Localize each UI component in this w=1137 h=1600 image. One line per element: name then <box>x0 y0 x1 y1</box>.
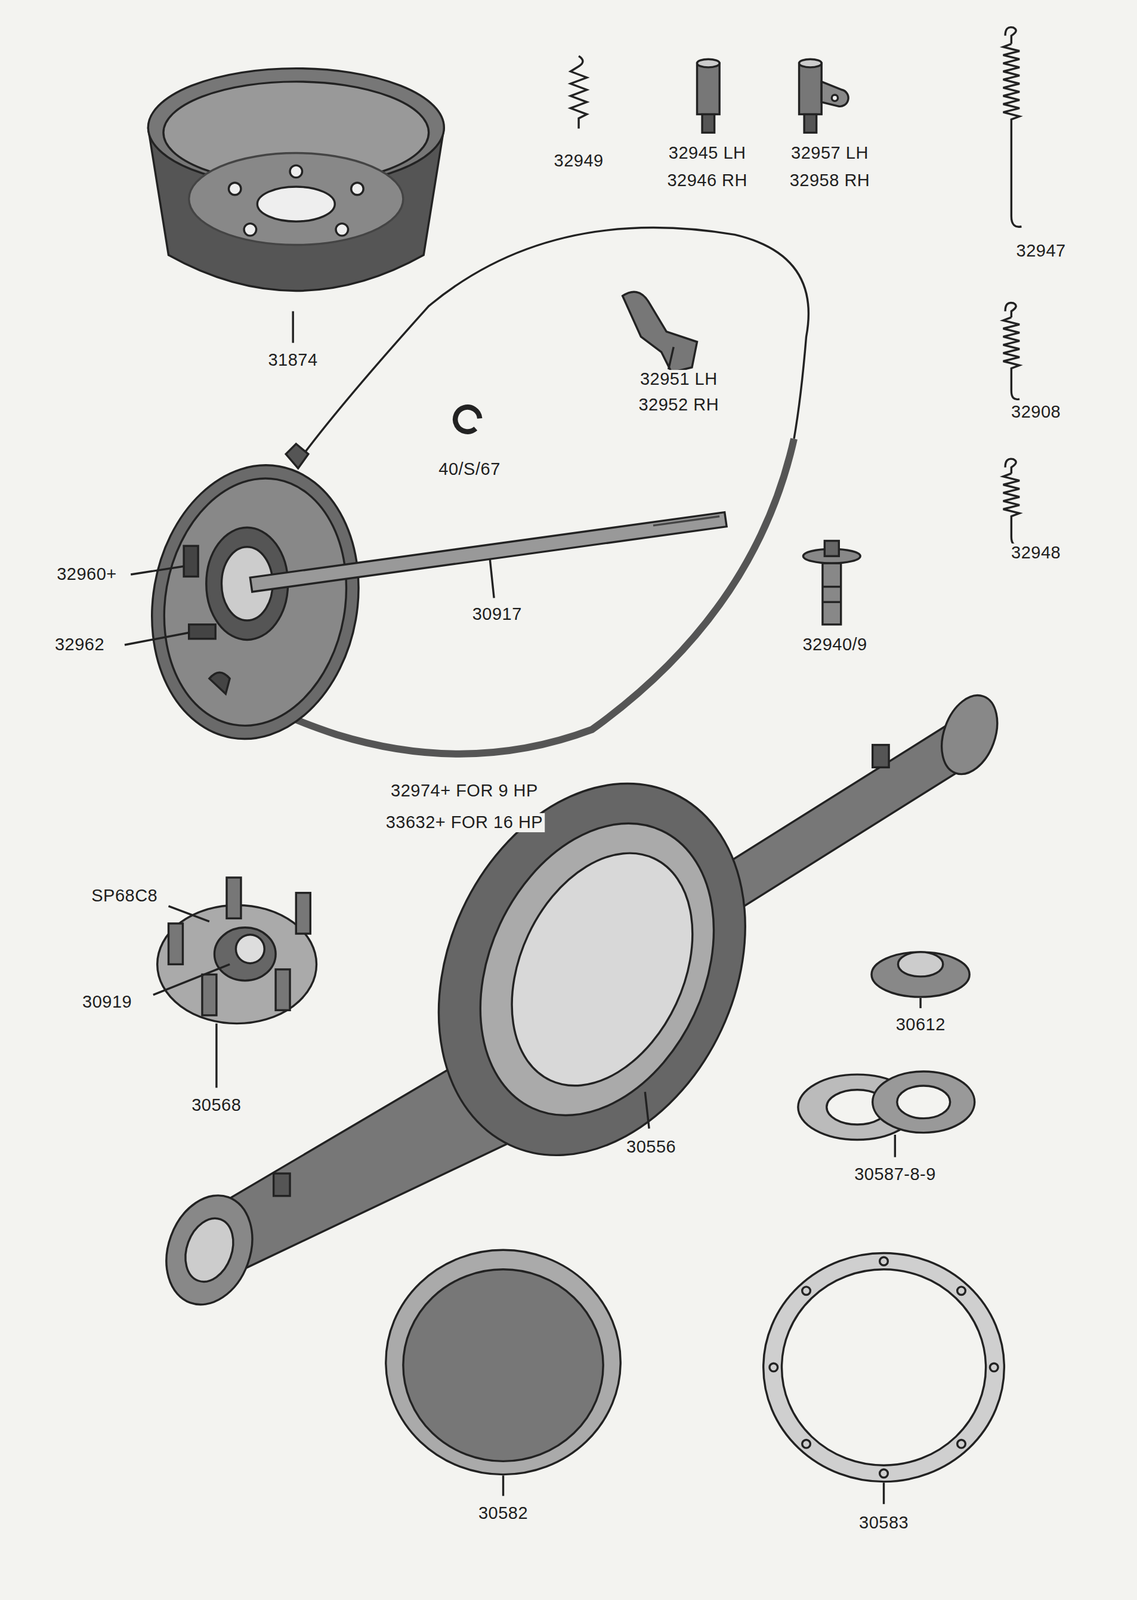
callout-number: 30917 <box>470 604 524 624</box>
callout-number: 32958 RH <box>788 171 873 191</box>
adjuster-sleeve <box>697 59 721 133</box>
return-spring <box>1003 302 1020 400</box>
callout-number: 32951 LH <box>638 370 720 390</box>
callout-number: 32948 <box>1009 543 1063 563</box>
callout-number: 33632+ FOR 16 HP <box>384 813 546 833</box>
adjuster-body <box>799 59 849 133</box>
callout-number: 30612 <box>894 1015 948 1035</box>
spring <box>570 56 587 129</box>
brake-lever <box>622 291 698 373</box>
callout-number: 30919 <box>80 992 134 1012</box>
callout-number: 32974+ FOR 9 HP <box>388 781 540 801</box>
axle-housing <box>151 687 1007 1318</box>
callout-number: 30582 <box>476 1503 530 1523</box>
callout-number: 31874 <box>266 350 320 370</box>
callout-number: 32908 <box>1009 402 1063 422</box>
callout-number: 40/S/67 <box>436 459 502 480</box>
return-spring <box>1003 27 1022 228</box>
callout-number: SP68C8 <box>89 886 160 906</box>
gasket <box>763 1252 1005 1504</box>
return-spring <box>1003 458 1020 546</box>
callout-number: 32945 LH <box>666 143 749 163</box>
shims <box>798 1071 975 1158</box>
callout-number: 32947 <box>1014 241 1068 261</box>
callout-number: 30587-8-9 <box>852 1165 938 1185</box>
wheel-hub <box>153 877 317 1088</box>
differential-cover <box>385 1249 621 1496</box>
callout-number: 30568 <box>189 1095 243 1115</box>
pivot-bolt <box>802 541 861 625</box>
callout-number: 32960+ <box>54 564 119 585</box>
brake-drum <box>147 68 444 344</box>
callout-number: 32940/9 <box>800 635 869 655</box>
bearing-housing <box>871 952 970 1009</box>
callout-number: 32962 <box>53 635 107 655</box>
callout-number: 30556 <box>624 1137 678 1157</box>
callout-number: 32957 LH <box>789 143 871 163</box>
callout-number: 32949 <box>552 151 606 171</box>
brake-cable <box>295 227 809 465</box>
callout-number: 32952 RH <box>636 395 721 415</box>
callout-number: 32946 RH <box>665 171 750 191</box>
brake-backplate <box>124 448 380 756</box>
axle-shaft <box>249 512 727 599</box>
callout-number: 30583 <box>857 1513 911 1533</box>
circlip <box>455 407 480 432</box>
